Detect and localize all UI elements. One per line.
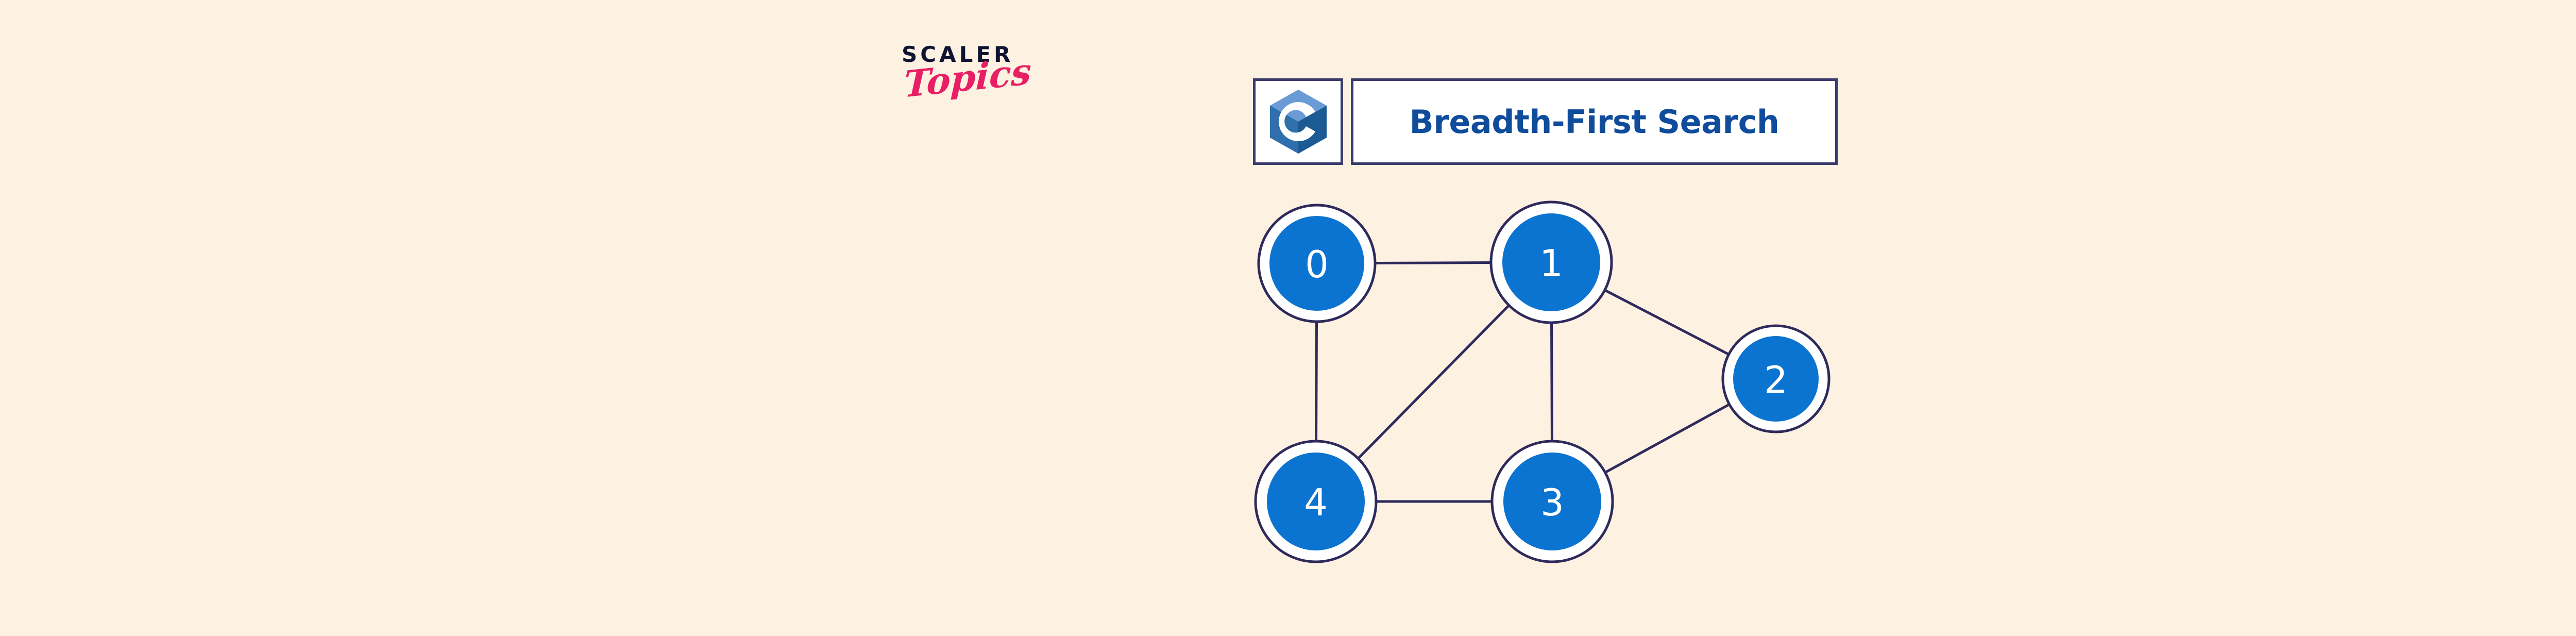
title-banner: Breadth-First Search [1253, 78, 1838, 165]
graph-node-fill-0 [1269, 216, 1364, 311]
graph-node-1[interactable]: 1 [1489, 200, 1613, 324]
graph-node-ring-4 [1254, 440, 1378, 563]
graph-node-ring-0 [1257, 204, 1377, 323]
c-language-logo-icon [1269, 90, 1327, 154]
graph-node-0[interactable]: 0 [1257, 204, 1377, 323]
graph-edge-3-2 [1604, 403, 1730, 474]
page-title: Breadth-First Search [1409, 103, 1780, 141]
graph-node-2[interactable]: 2 [1721, 324, 1831, 433]
banner-title-box: Breadth-First Search [1351, 78, 1838, 165]
graph-node-label-1: 1 [1539, 242, 1563, 285]
brand-scaler-text: SCALER [902, 42, 1014, 67]
graph-node-ring-3 [1490, 440, 1614, 563]
graph-node-4[interactable]: 4 [1254, 440, 1378, 563]
graph-node-ring-2 [1721, 324, 1831, 433]
graph-edges [1315, 261, 1730, 503]
graph-node-fill-3 [1503, 453, 1601, 550]
graph-node-ring-1 [1489, 200, 1613, 324]
graph-node-label-4: 4 [1304, 481, 1328, 524]
graph-node-fill-1 [1502, 213, 1600, 311]
graph-edge-1-2 [1604, 289, 1730, 356]
graph-node-fill-2 [1733, 336, 1819, 422]
graph-node-label-3: 3 [1540, 481, 1564, 524]
graph-node-label-2: 2 [1764, 358, 1788, 401]
banner-icon-box [1253, 78, 1343, 165]
graph-nodes: 0 1 2 3 4 [1254, 200, 1831, 563]
graph-node-label-0: 0 [1305, 243, 1329, 286]
graph-node-3[interactable]: 3 [1490, 440, 1614, 563]
graph-edge-0-4 [1315, 321, 1318, 442]
scaler-topics-logo: SCALER Topics [902, 44, 1066, 142]
graph-edge-1-4 [1357, 304, 1510, 460]
graph-node-fill-4 [1267, 453, 1365, 550]
